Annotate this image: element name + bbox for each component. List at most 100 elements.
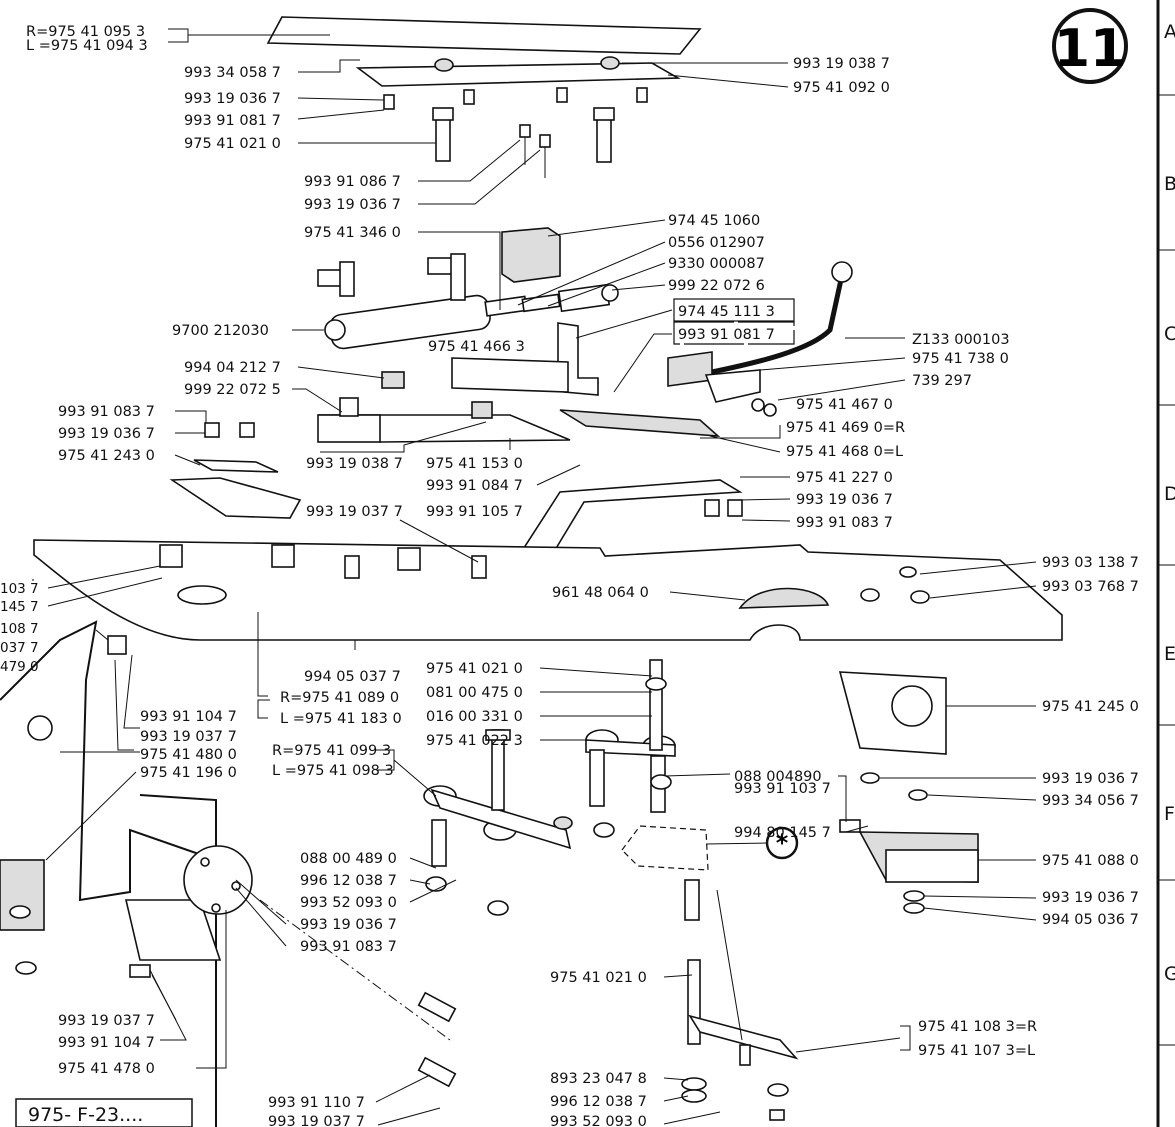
- label-993-19-037-a: 993 19 037 7: [306, 504, 403, 520]
- label-996-12-038-a: 996 12 038 7: [300, 873, 397, 889]
- label-999-22-072-6: 999 22 072 6: [668, 278, 765, 294]
- arm-975-41-108: [621, 825, 799, 1121]
- label-975-41-346: 975 41 346 0: [304, 225, 401, 241]
- left-mount-plate: [193, 459, 279, 473]
- label-9330-000087: 9330 000087: [668, 256, 765, 272]
- base-screws: [159, 499, 930, 604]
- label-993-19-036-c: 993 19 036 7: [58, 426, 155, 442]
- note-star-symbol: *: [776, 829, 789, 857]
- label-0556-012907: 0556 012907: [668, 235, 765, 251]
- label-975-41-089: R=975 41 089 0: [280, 690, 399, 706]
- label-993-19-038-mid: 993 19 038 7: [306, 456, 403, 472]
- label-993-91-081-b: 993 91 081 7: [678, 327, 775, 343]
- bar-bolts: [383, 87, 648, 110]
- grid-letter-c: C: [1164, 323, 1175, 345]
- label-993-19-036-e: 993 19 036 7: [1042, 771, 1139, 787]
- label-993-91-104-a: 993 91 104 7: [140, 709, 237, 725]
- base-hole: [177, 585, 227, 605]
- bearing-housing: [124, 845, 457, 1088]
- label-left-cut-3: 108 7: [0, 621, 39, 637]
- label-993-91-083-a: 993 91 083 7: [58, 404, 155, 420]
- label-993-91-084: 993 91 084 7: [426, 478, 523, 494]
- label-739-297: 739 297: [912, 373, 972, 389]
- felt-plate: [559, 409, 721, 437]
- label-975-41-021-a: 975 41 021 0: [184, 136, 281, 152]
- label-975-41-227: 975 41 227 0: [796, 470, 893, 486]
- segment-961-48-064: [738, 587, 830, 609]
- reference-box-text: 975- F-23....: [28, 1104, 143, 1126]
- pneumatic-cylinder: [317, 253, 619, 350]
- label-993-34-058: 993 34 058 7: [184, 65, 281, 81]
- label-left-cut-5: 479 0: [0, 659, 39, 675]
- nut-left: [434, 58, 454, 72]
- label-994-80-145: 994 80 145 7: [734, 825, 831, 841]
- label-993-91-083-c: 993 91 083 7: [300, 939, 397, 955]
- slotted-plate: [169, 477, 302, 519]
- angle-bracket: [839, 819, 979, 914]
- clamp-block: [317, 371, 571, 443]
- grid-letter-a: A: [1164, 21, 1175, 43]
- label-088-004890: 088 004890: [734, 769, 822, 785]
- bracket-bar: [355, 62, 681, 87]
- label-975-41-022: 975 41 022 3: [426, 733, 523, 749]
- label-975-41-098: L =975 41 098 3: [272, 763, 394, 779]
- grid-letter-e: E: [1164, 643, 1175, 665]
- cylinder-bracket: [451, 322, 599, 396]
- label-993-91-105: 993 91 105 7: [426, 504, 523, 520]
- link-assembly: [423, 729, 573, 916]
- label-993-19-036-f: 993 19 036 7: [300, 917, 397, 933]
- label-994-05-036: 994 05 036 7: [1042, 912, 1139, 928]
- link-975-41-022: [585, 659, 676, 838]
- label-975-41-092: 975 41 092 0: [793, 80, 890, 96]
- label-993-03-768: 993 03 768 7: [1042, 579, 1139, 595]
- foam-block: [501, 227, 561, 283]
- label-975-41-108: 975 41 108 3=R: [918, 1019, 1037, 1035]
- label-993-91-083-b: 993 91 083 7: [796, 515, 893, 531]
- label-975-41-021-b: 975 41 021 0: [426, 661, 523, 677]
- label-975-41-469: 975 41 469 0=R: [786, 420, 905, 436]
- label-975-41-021-c: 975 41 021 0: [550, 970, 647, 986]
- grid-letter-d: D: [1164, 483, 1175, 505]
- boxed-label-frame-974-45-111: [673, 298, 795, 322]
- label-975-41-243: 975 41 243 0: [58, 448, 155, 464]
- label-975-41-468: 975 41 468 0=L: [786, 444, 903, 460]
- nut-right: [600, 56, 620, 70]
- label-z133-000103: Z133 000103: [912, 332, 1010, 348]
- leader-lines: [32, 28, 1037, 1126]
- sensor-switch: [667, 261, 853, 417]
- label-975-41-466: 975 41 466 3: [428, 339, 525, 355]
- label-893-23-047: 893 23 047 8: [550, 1071, 647, 1087]
- pins: [432, 107, 615, 163]
- grid-letter-b: B: [1164, 173, 1175, 195]
- label-993-19-038-top: 993 19 038 7: [793, 56, 890, 72]
- label-975-41-107: 975 41 107 3=L: [918, 1043, 1035, 1059]
- label-top-plate-l: L =975 41 094 3: [26, 38, 148, 54]
- label-975-41-738: 975 41 738 0: [912, 351, 1009, 367]
- label-left-cut-2: 145 7: [0, 599, 39, 615]
- label-993-91-110: 993 91 110 7: [268, 1095, 365, 1111]
- label-961-48-064: 961 48 064 0: [552, 585, 649, 601]
- reference-box-frame: [15, 1098, 193, 1127]
- label-975-41-088: 975 41 088 0: [1042, 853, 1139, 869]
- label-993-19-037-c: 993 19 037 7: [58, 1013, 155, 1029]
- label-993-19-036-g: 993 19 036 7: [1042, 890, 1139, 906]
- sheet-number-circle: [1052, 8, 1128, 84]
- label-975-41-478: 975 41 478 0: [58, 1061, 155, 1077]
- label-993-19-036-a: 993 19 036 7: [184, 91, 281, 107]
- label-974-45-111: 974 45 111 3: [678, 304, 775, 320]
- label-993-52-093-a: 993 52 093 0: [300, 895, 397, 911]
- label-975-41-099: R=975 41 099 3: [272, 743, 391, 759]
- label-9700-212030: 9700 212030: [172, 323, 269, 339]
- top-cover-plate: [266, 16, 702, 55]
- label-975-41-467: 975 41 467 0: [796, 397, 893, 413]
- label-993-34-056: 993 34 056 7: [1042, 793, 1139, 809]
- label-081-00-475: 081 00 475 0: [426, 685, 523, 701]
- part-labels: R=975 41 095 3 L =975 41 094 3 993 34 05…: [0, 24, 1139, 1127]
- label-999-22-072-5: 999 22 072 5: [184, 382, 281, 398]
- label-top-plate-r: R=975 41 095 3: [26, 24, 145, 40]
- label-088-00-489: 088 00 489 0: [300, 851, 397, 867]
- label-993-19-036-d: 993 19 036 7: [796, 492, 893, 508]
- label-993-19-036-b: 993 19 036 7: [304, 197, 401, 213]
- label-993-19-037-d: 993 19 037 7: [268, 1114, 365, 1127]
